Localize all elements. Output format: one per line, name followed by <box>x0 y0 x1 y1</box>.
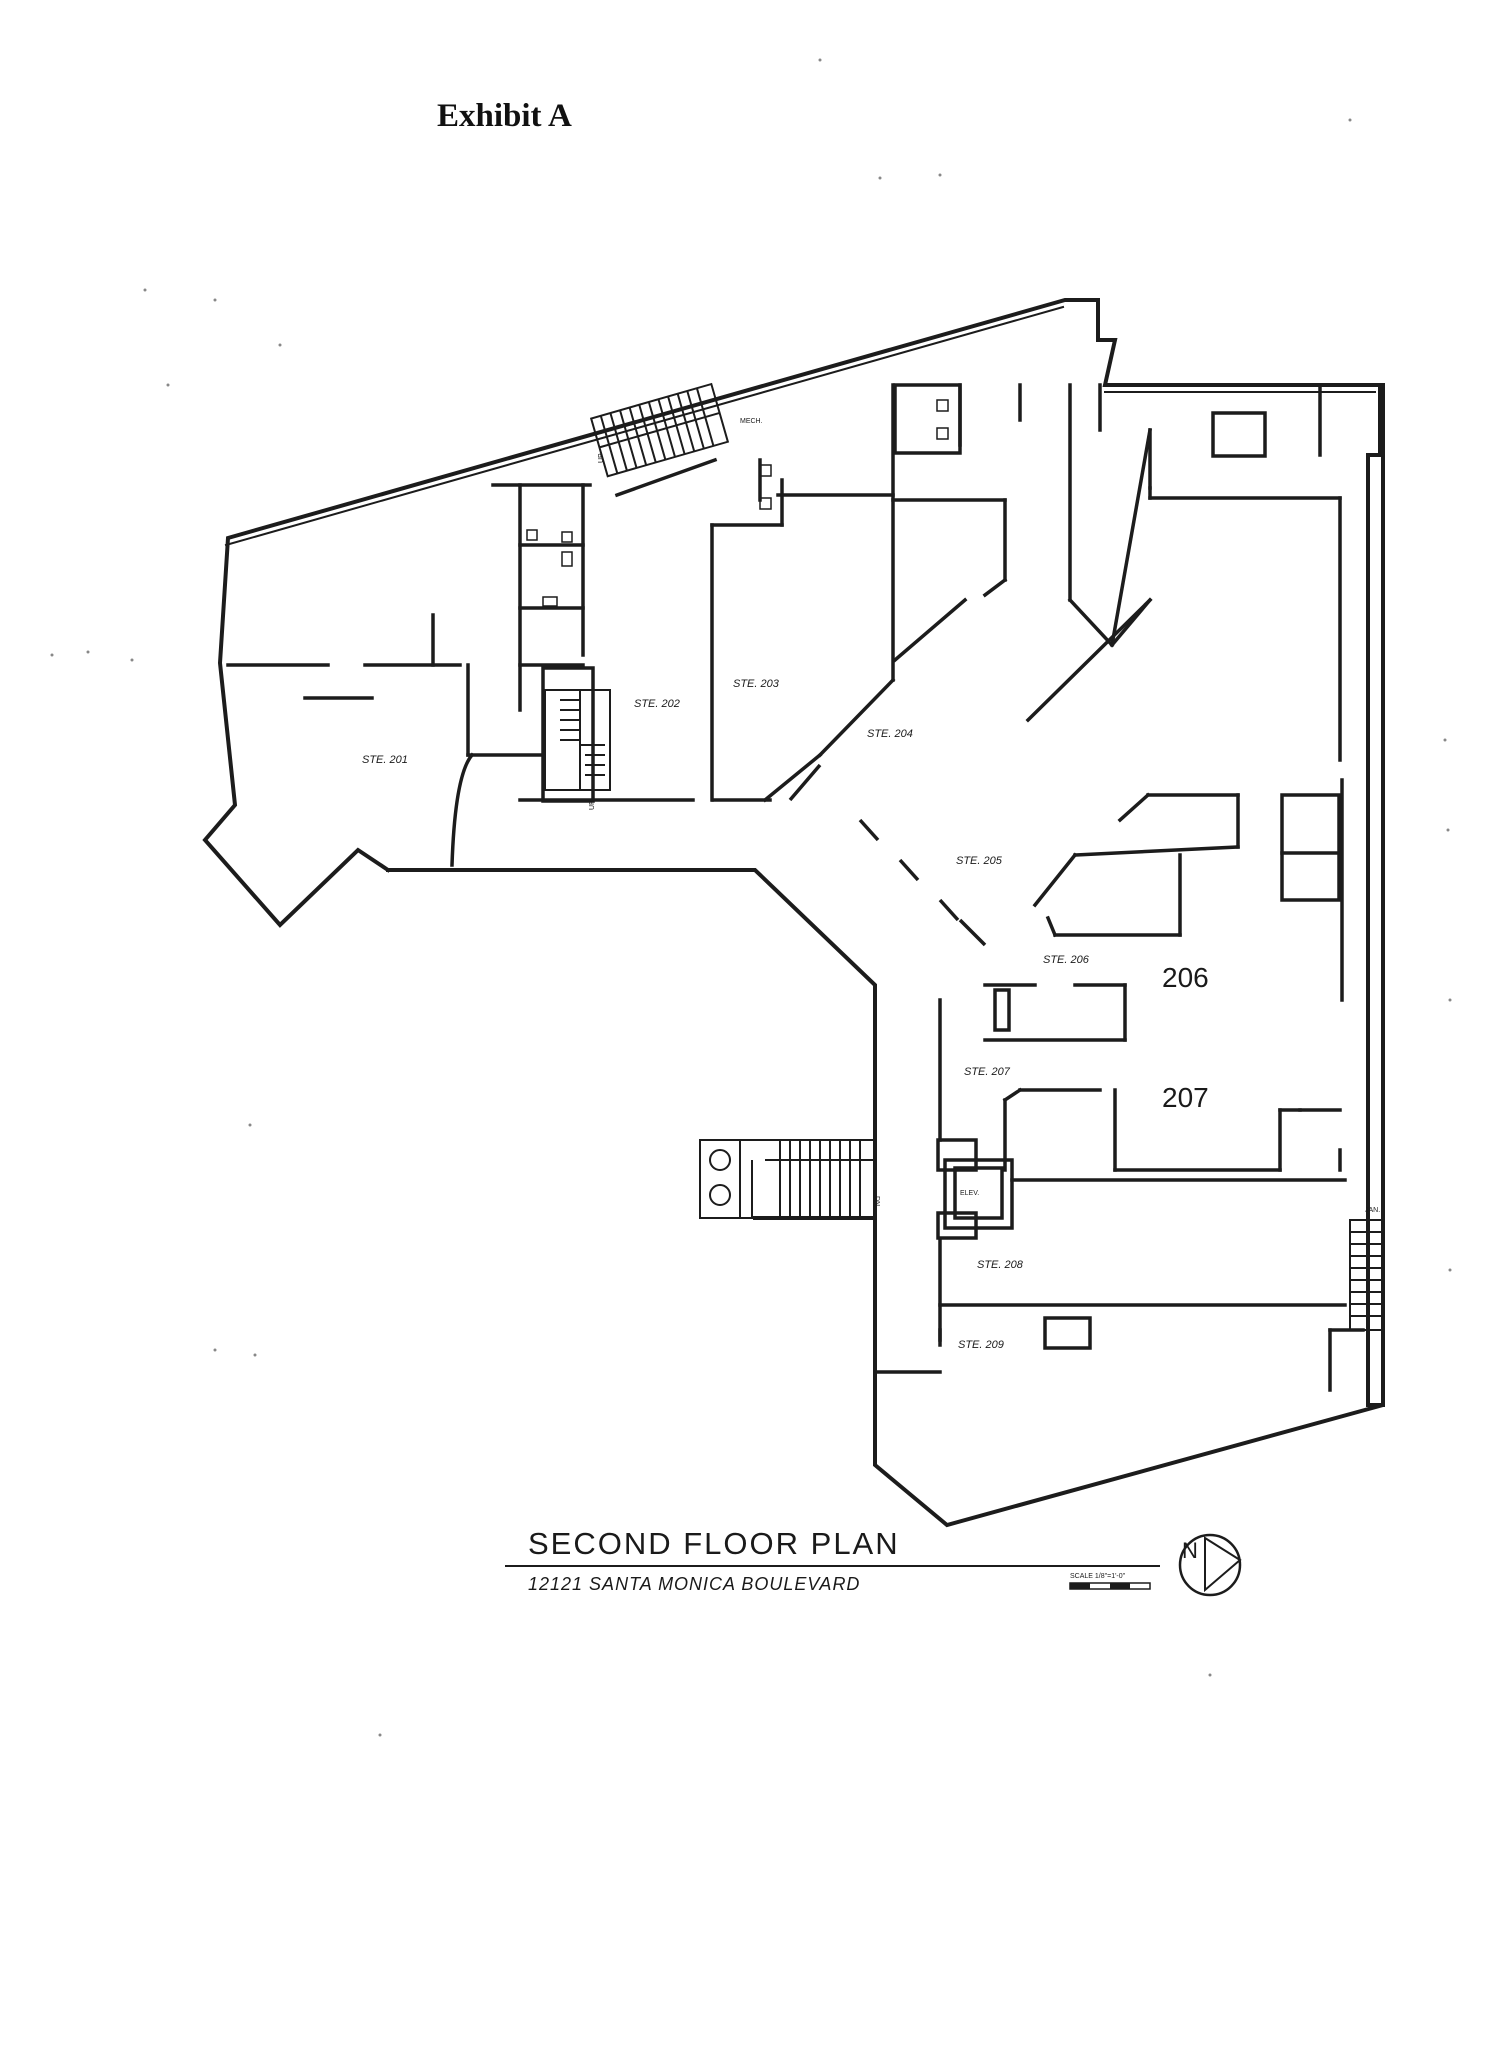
up-label-2: UP <box>589 800 596 810</box>
wall-west-wing <box>202 298 1385 1407</box>
label-ste-204: STE. 204 <box>867 728 913 740</box>
wall-main-corridor-south <box>386 868 877 1220</box>
label-ste-207: STE. 207 <box>964 1066 1011 1078</box>
plan-address: 12121 SANTA MONICA BOULEVARD <box>528 1574 860 1594</box>
north-letter: N <box>1182 1538 1198 1563</box>
jan-label: JAN. <box>1365 1207 1380 1214</box>
dn-label: DN <box>873 1196 880 1206</box>
scale-note: SCALE 1/8"=1'-0" <box>1070 1573 1126 1580</box>
label-ste-205: STE. 205 <box>956 855 1003 867</box>
up-label-1: UP <box>598 453 605 463</box>
elevator-label: ELEV. <box>960 1190 979 1197</box>
stairs-west <box>699 1139 876 1219</box>
outer-walls <box>202 298 1385 1528</box>
label-ste-209: STE. 209 <box>958 1339 1004 1351</box>
stairs-north <box>589 382 730 478</box>
plan-title: SECOND FLOOR PLAN <box>528 1526 900 1561</box>
scan-speckles <box>50 58 1452 1737</box>
suite-207-number: 207 <box>1162 1082 1209 1113</box>
restroom-fixtures <box>526 399 949 607</box>
interior-walls <box>226 383 1365 1392</box>
corridor-walls <box>788 763 987 947</box>
scale-bar: SCALE 1/8"=1'-0" <box>1069 1573 1151 1590</box>
suite-206-number: 206 <box>1162 962 1209 993</box>
mech-label: MECH. <box>740 418 763 425</box>
label-ste-203: STE. 203 <box>733 678 780 690</box>
label-ste-206: STE. 206 <box>1043 954 1090 966</box>
title-block: SECOND FLOOR PLAN 12121 SANTA MONICA BOU… <box>505 1526 1242 1597</box>
suite-labels: STE. 201 STE. 202 STE. 203 STE. 204 STE.… <box>362 418 1380 1351</box>
label-ste-202: STE. 202 <box>634 698 680 710</box>
label-ste-208: STE. 208 <box>977 1259 1024 1271</box>
label-ste-201: STE. 201 <box>362 754 408 766</box>
exhibit-title: Exhibit A <box>437 98 572 134</box>
north-arrow-icon: N <box>1178 1533 1242 1597</box>
stairs-east <box>1349 1219 1384 1331</box>
stairs-core <box>544 689 611 791</box>
